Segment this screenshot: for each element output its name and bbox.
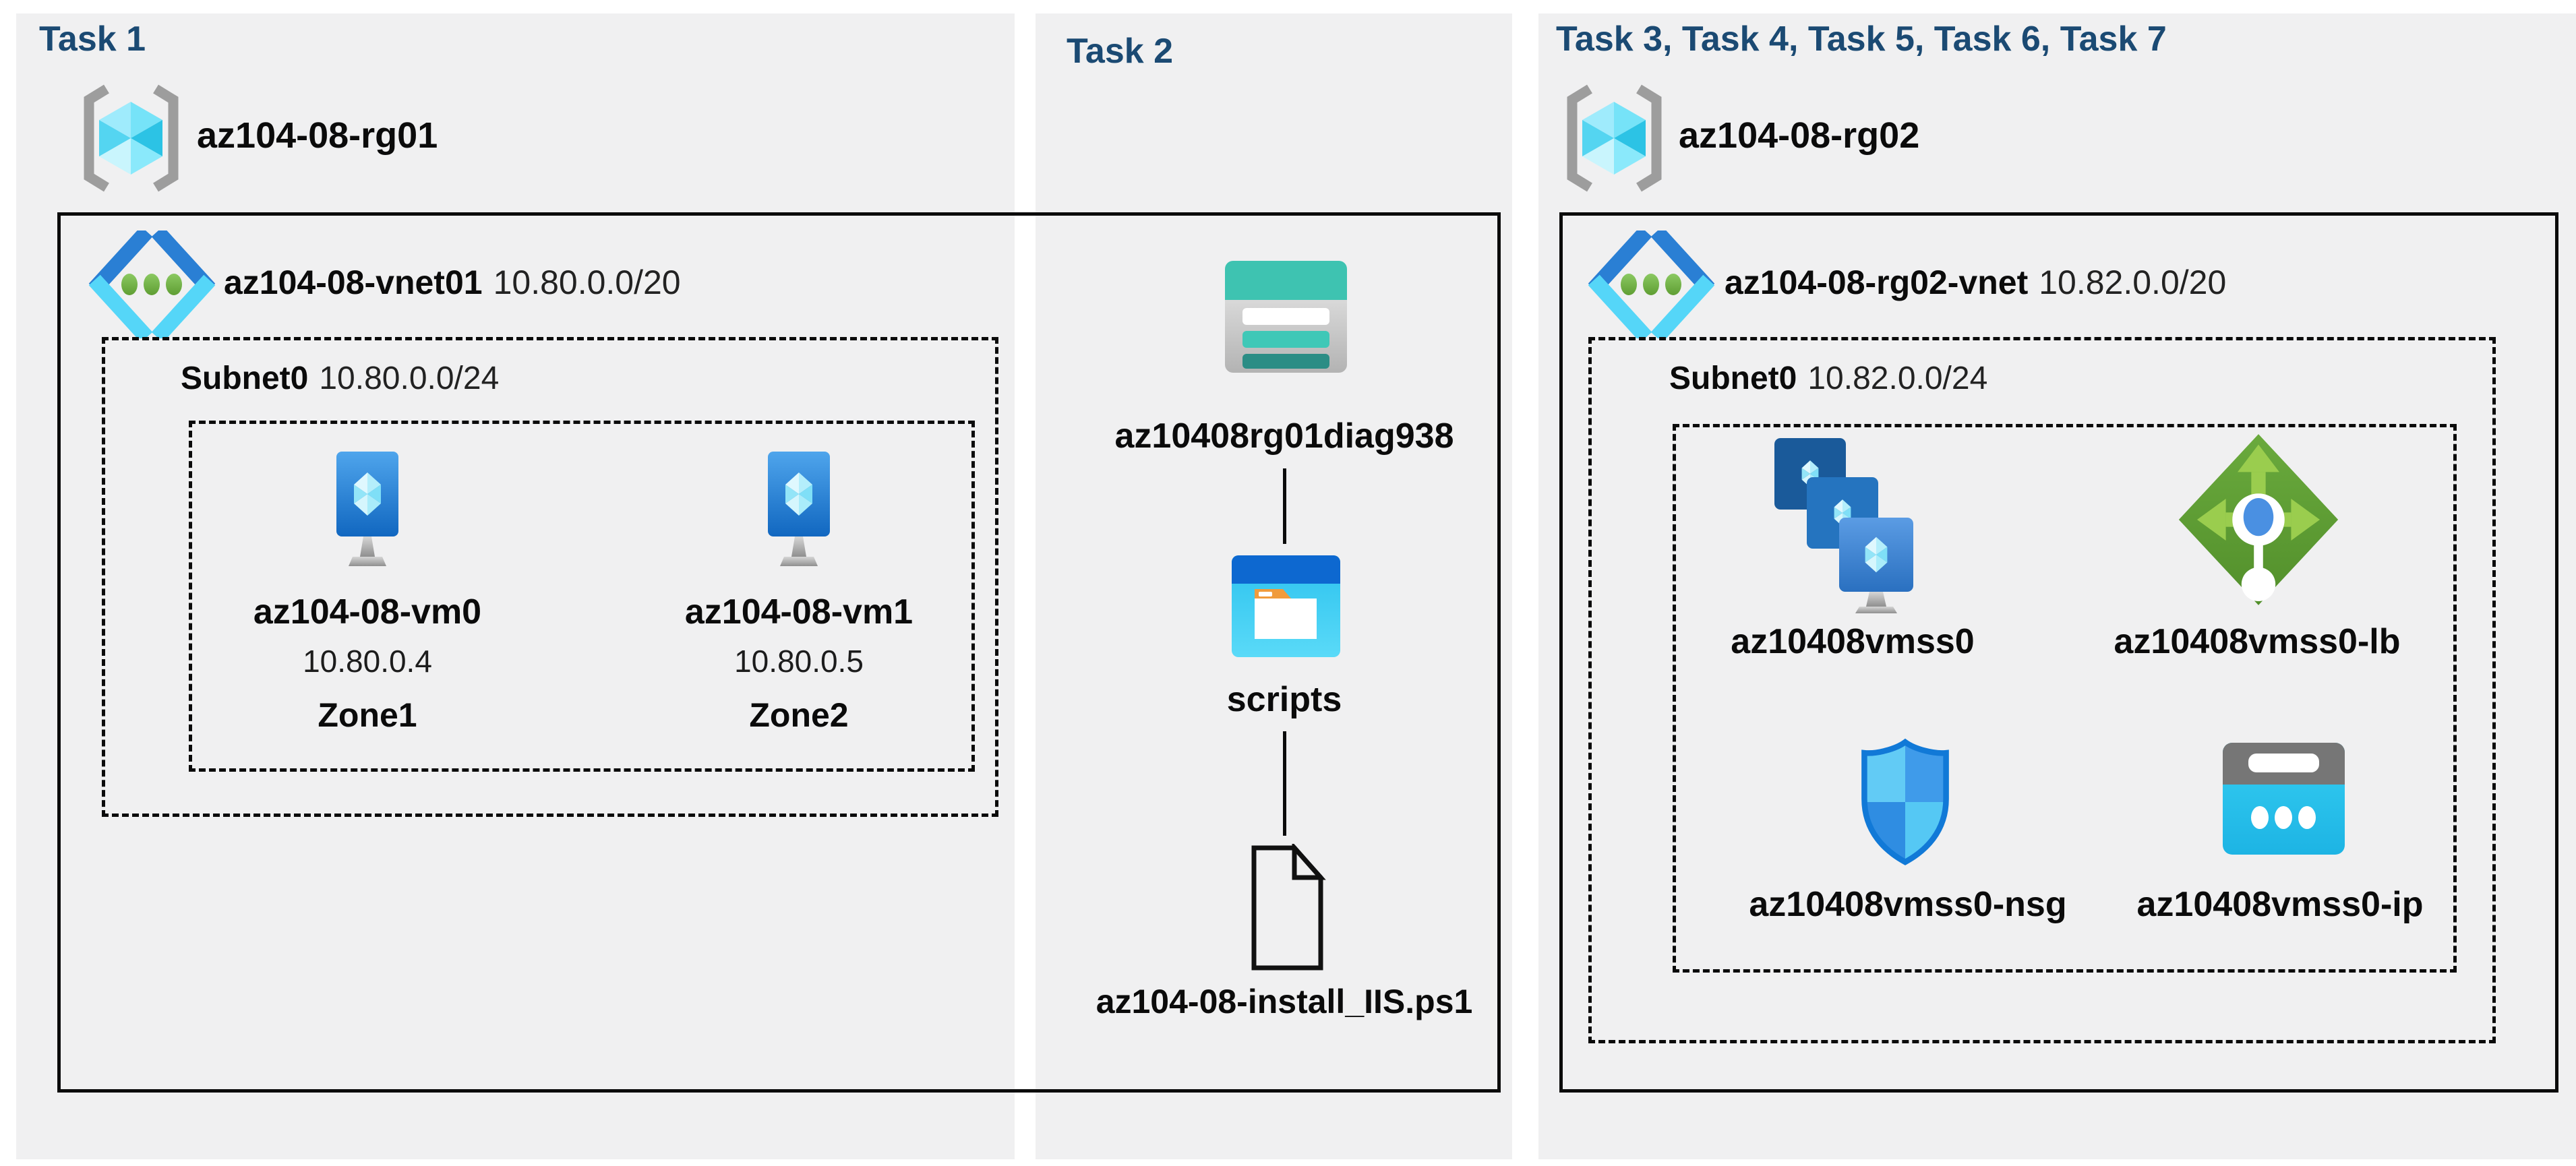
- vm-name: az104-08-vm1: [684, 592, 913, 632]
- vm-ip: 10.80.0.5: [734, 644, 864, 679]
- subnet-name: Subnet0: [1669, 361, 1797, 396]
- vm-name: az104-08-vm0: [253, 592, 482, 632]
- vnet-label: az104-08-rg02-vnet 10.82.0.0/20: [1725, 263, 2226, 302]
- task2-title: Task 2: [1067, 32, 1174, 71]
- subnet-cidr: 10.80.0.0/24: [319, 361, 500, 396]
- nsg-name: az10408vmss0-nsg: [1749, 885, 2067, 924]
- subnet-name: Subnet0: [181, 361, 309, 396]
- connector-storage-scripts: [1283, 468, 1286, 544]
- vm-scale-set-icon: [1774, 438, 1913, 613]
- task1-title: Task 1: [39, 20, 146, 59]
- vnet-name: az104-08-rg02-vnet: [1725, 264, 2029, 301]
- resource-group-name: az104-08-rg01: [197, 115, 438, 156]
- virtual-network-icon: [1588, 231, 1715, 338]
- virtual-network-icon: [88, 231, 216, 338]
- vnet01-boundary-box: [57, 212, 1501, 1093]
- connector-scripts-file: [1283, 731, 1286, 836]
- vnet-cidr: 10.82.0.0/20: [2039, 264, 2227, 301]
- vnet-cidr: 10.80.0.0/20: [493, 264, 681, 301]
- vm-zone: Zone1: [318, 696, 417, 734]
- file-icon: [1251, 844, 1326, 971]
- virtual-machine-icon: [768, 452, 830, 566]
- virtual-machine-icon: [336, 452, 398, 566]
- task37-title: Task 3, Task 4, Task 5, Task 6, Task 7: [1556, 20, 2167, 59]
- load-balancer-name: az10408vmss0-lb: [2114, 622, 2401, 661]
- resource-group-icon: [84, 84, 179, 192]
- resource-group-icon: [1567, 84, 1662, 192]
- vnet-name: az104-08-vnet01: [224, 264, 483, 301]
- subnet-label: Subnet0 10.80.0.0/24: [181, 360, 499, 397]
- blob-container-icon: [1232, 555, 1340, 657]
- file-name: az104-08-install_IIS.ps1: [1096, 983, 1473, 1020]
- load-balancer-icon: [2178, 434, 2339, 605]
- vm-group-box: [189, 421, 975, 772]
- storage-account-icon: [1225, 261, 1347, 373]
- subnet0-box: [1588, 337, 2496, 1043]
- vm-zone: Zone2: [749, 696, 849, 734]
- vmss-name: az10408vmss0: [1731, 622, 1975, 661]
- vm-ip: 10.80.0.4: [303, 644, 432, 679]
- subnet-label: Subnet0 10.82.0.0/24: [1669, 360, 1987, 397]
- public-ip-name: az10408vmss0-ip: [2136, 885, 2424, 924]
- vmss-group-box: [1673, 424, 2457, 973]
- task37-panel: [1538, 13, 2576, 1159]
- subnet0-box: [102, 337, 998, 817]
- storage-account-name: az10408rg01diag938: [1114, 417, 1454, 456]
- task1-panel: [16, 13, 1015, 1159]
- subnet-cidr: 10.82.0.0/24: [1807, 361, 1988, 396]
- container-name: scripts: [1226, 680, 1342, 719]
- resource-group-name: az104-08-rg02: [1679, 115, 1920, 156]
- nsg-shield-icon: [1861, 738, 1949, 865]
- rg02-vnet-boundary-box: [1559, 212, 2558, 1093]
- vnet-label: az104-08-vnet01 10.80.0.0/20: [224, 263, 681, 302]
- public-ip-icon: [2223, 743, 2345, 855]
